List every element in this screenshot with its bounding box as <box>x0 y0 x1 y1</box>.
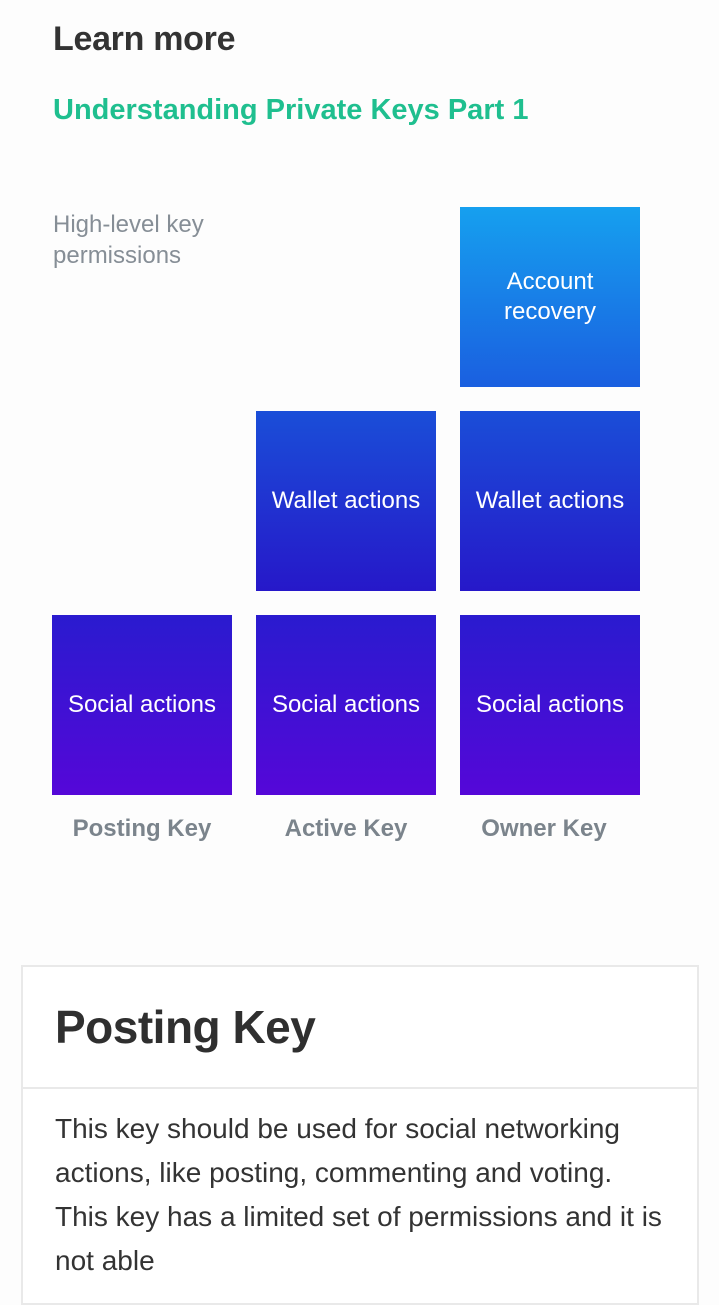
card-title: Posting Key <box>55 1001 316 1053</box>
box-label: Account recovery <box>503 268 597 325</box>
learn-more-heading: Learn more <box>53 20 236 58</box>
posting-key-card: Posting Key This key should be used for … <box>21 965 699 1305</box>
posting-social-actions-box: Social actions <box>52 615 232 795</box>
active-wallet-actions-box: Wallet actions <box>256 411 436 591</box>
card-body-text: This key should be used for social netwo… <box>55 1113 662 1276</box>
understanding-private-keys-link[interactable]: Understanding Private Keys Part 1 <box>53 94 529 126</box>
owner-social-actions-box: Social actions <box>460 615 640 795</box>
box-label: Wallet actions <box>475 487 625 514</box>
card-header: Posting Key <box>23 967 697 1089</box>
owner-wallet-actions-box: Wallet actions <box>460 411 640 591</box>
diagram-caption: High-level key permissions <box>53 211 204 269</box>
box-label: Social actions <box>271 691 421 718</box>
active-key-label: Active Key <box>284 815 408 842</box>
box-label: Social actions <box>67 691 217 718</box>
owner-account-recovery-box: Account recovery <box>460 207 640 387</box>
box-label: Social actions <box>475 691 625 718</box>
key-permissions-diagram: High-level key permissions Account recov… <box>52 207 640 842</box>
posting-key-label: Posting Key <box>72 815 212 842</box>
box-label: Wallet actions <box>271 487 421 514</box>
owner-key-label: Owner Key <box>481 815 607 842</box>
active-social-actions-box: Social actions <box>256 615 436 795</box>
